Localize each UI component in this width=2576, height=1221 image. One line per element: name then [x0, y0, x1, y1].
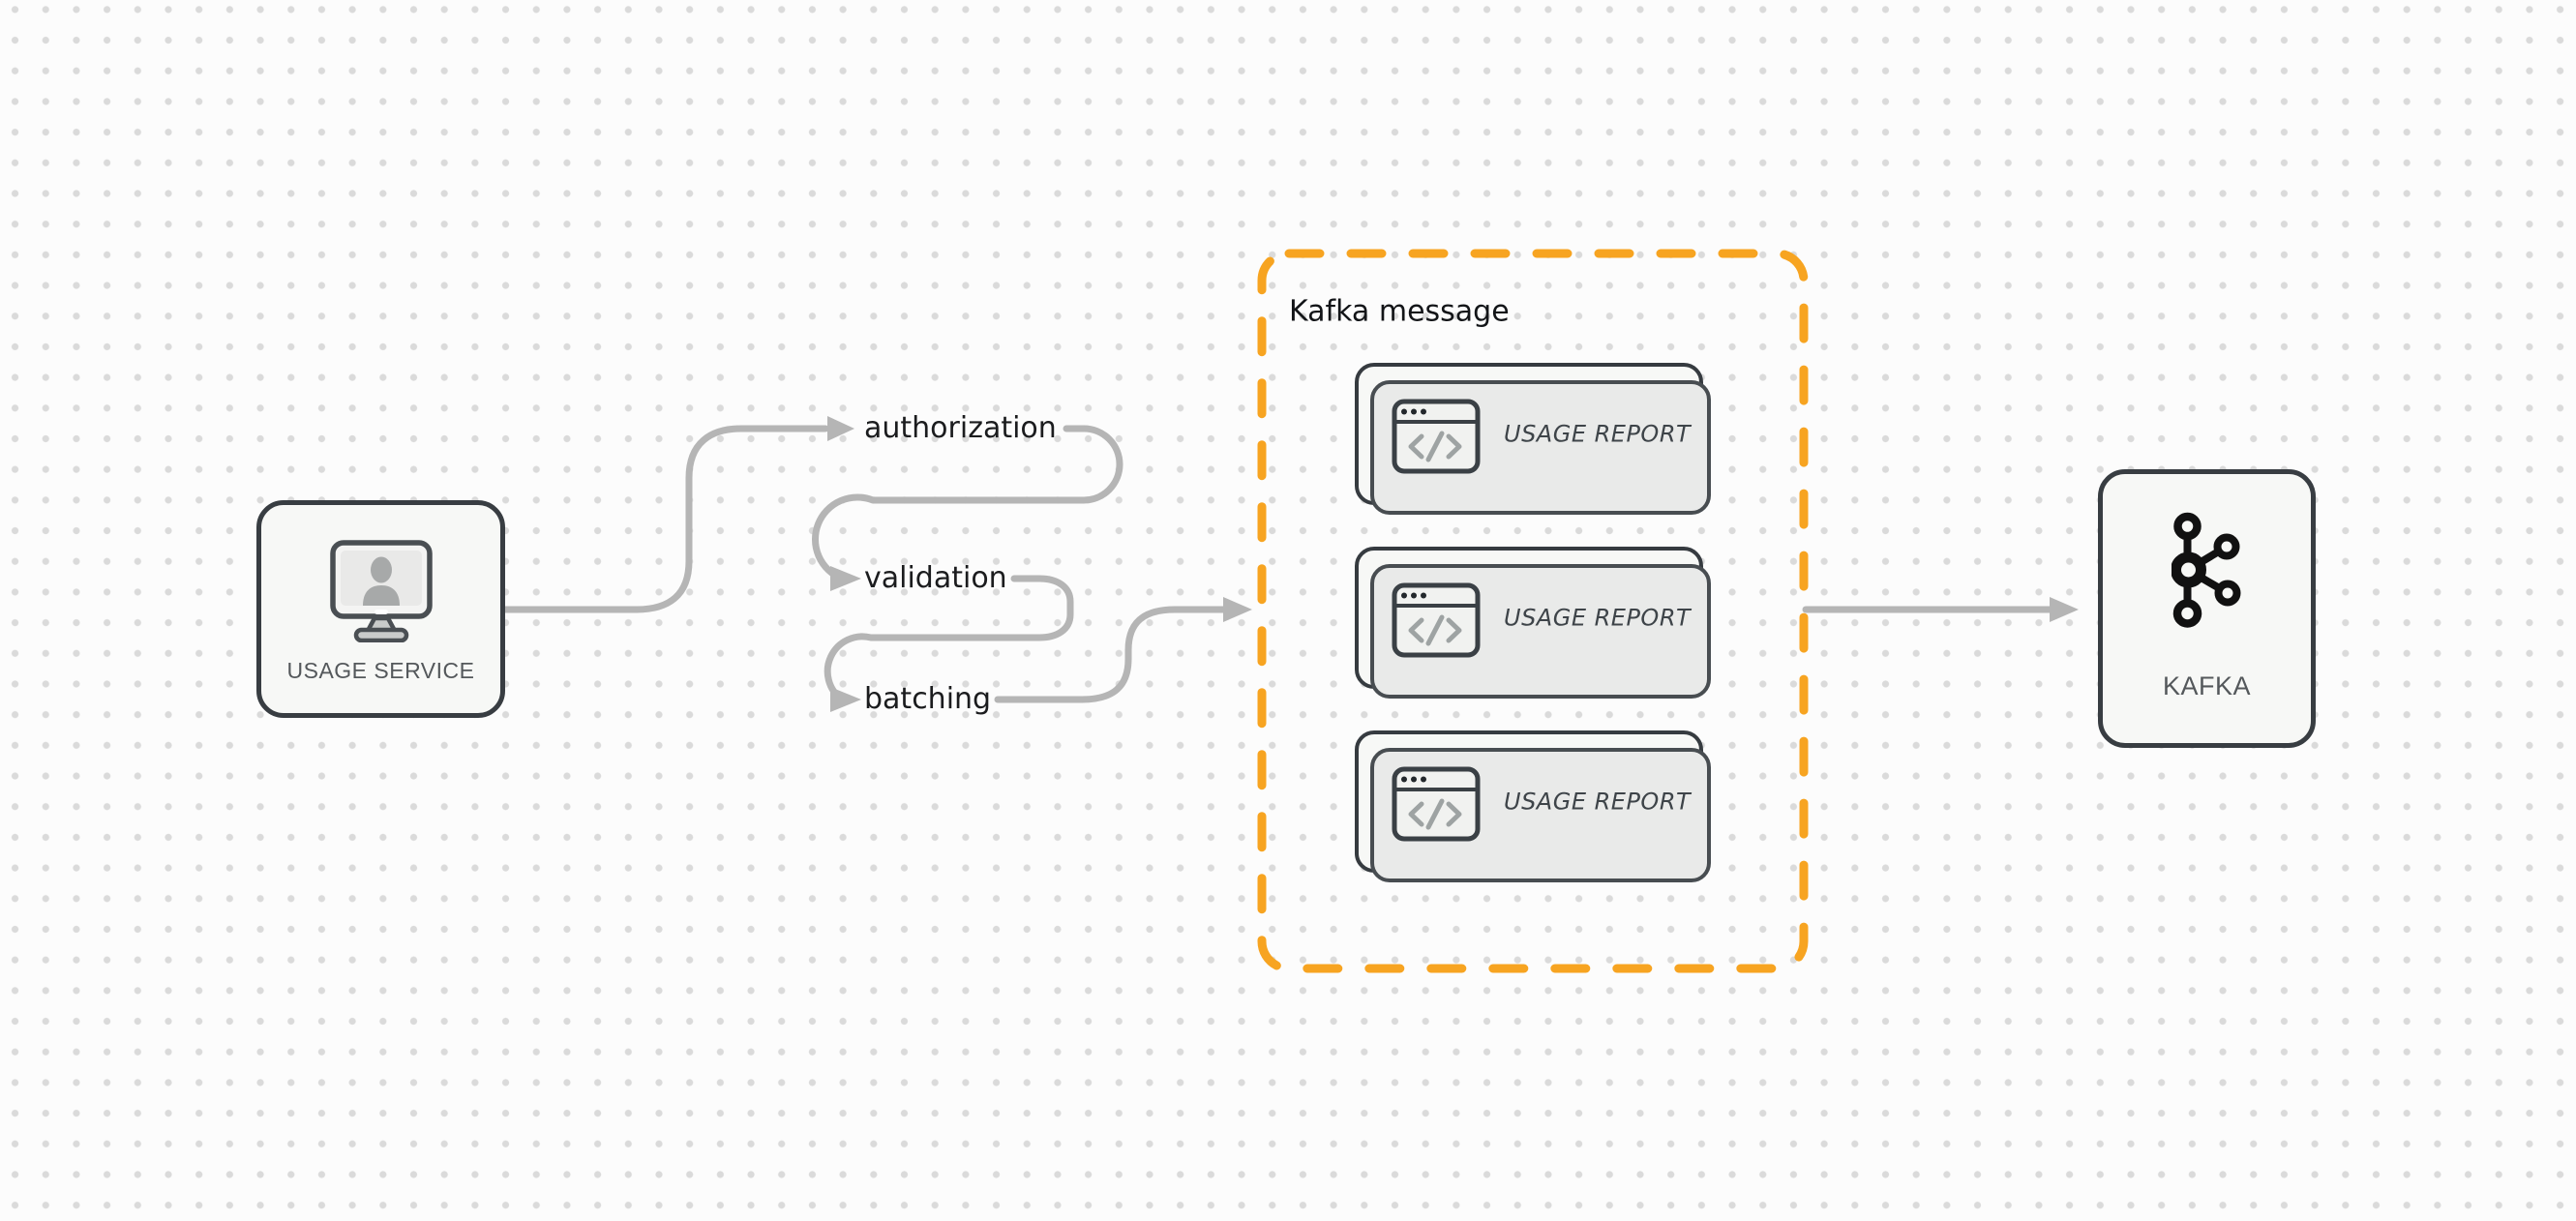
usage-report-card: USAGE REPORT	[1355, 547, 1711, 699]
monitor-user-icon	[329, 540, 433, 647]
code-window-icon	[1392, 582, 1481, 663]
wire-validation-to-batching	[824, 575, 1074, 703]
code-window-icon	[1392, 766, 1481, 847]
kafka-node: KAFKA	[2098, 469, 2316, 748]
usage-report-card: USAGE REPORT	[1355, 363, 1711, 515]
usage-service-label: USAGE SERVICE	[286, 658, 475, 683]
arrowhead-kafka	[2050, 597, 2079, 622]
code-window-icon	[1392, 399, 1481, 479]
usage-report-label: USAGE REPORT	[1504, 603, 1692, 631]
step-authorization-label: authorization	[864, 410, 1057, 445]
usage-report-label: USAGE REPORT	[1504, 419, 1692, 447]
step-batching-label: batching	[864, 681, 992, 716]
usage-service-node: USAGE SERVICE	[256, 500, 505, 718]
arrowhead-group	[1223, 597, 1252, 622]
wire-authorization-to-validation	[812, 425, 1123, 582]
usage-report-label: USAGE REPORT	[1504, 787, 1692, 815]
kafka-label: KAFKA	[2162, 671, 2252, 700]
wire-service-to-authorization	[501, 425, 829, 613]
kafka-message-dashed-border	[1257, 249, 1809, 973]
kafka-message-group-title: Kafka message	[1289, 294, 1510, 329]
kafka-logo-icon	[2170, 511, 2243, 636]
wire-batching-to-group	[994, 606, 1227, 703]
step-validation-label: validation	[864, 560, 1007, 595]
usage-report-card: USAGE REPORT	[1355, 730, 1711, 882]
arrowhead-validation	[830, 566, 861, 591]
arrowhead-batching	[830, 687, 861, 712]
arrowhead-authorization	[827, 416, 854, 441]
